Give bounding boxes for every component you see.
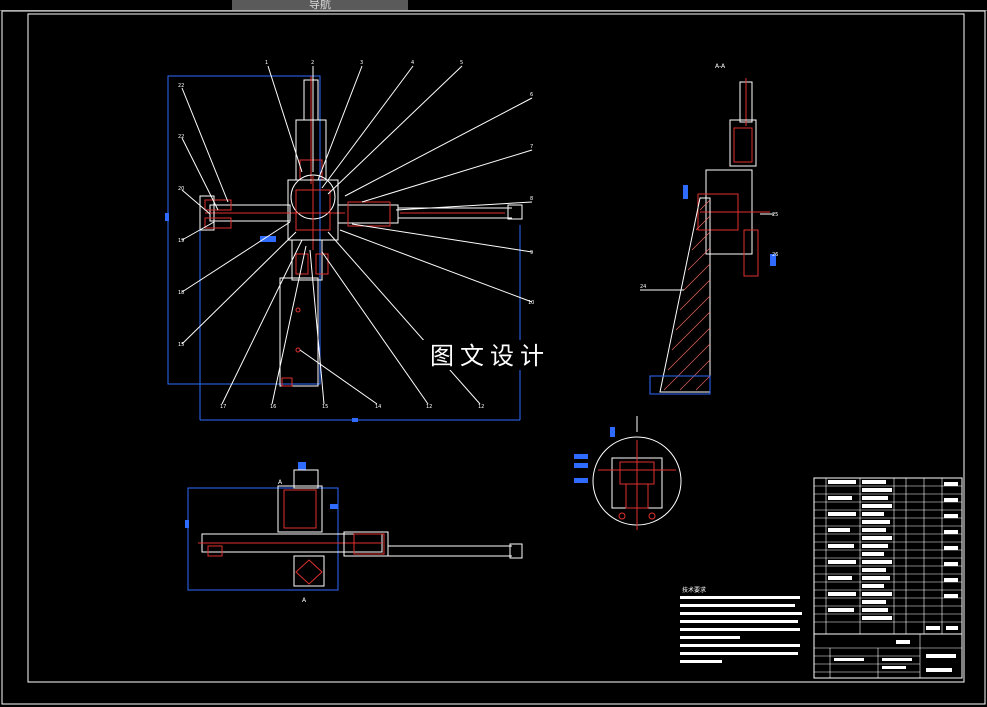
balloon-numbers: 1 2 3 4 5 6 7 8 9 10 12 12 14 15 16 17 1… (178, 60, 534, 410)
balloon: 22 (178, 134, 184, 140)
detail-view (574, 416, 682, 530)
parts-list (813, 477, 963, 635)
leader-lines (181, 65, 533, 405)
balloon: 6 (530, 92, 533, 98)
balloon: 15 (178, 342, 184, 348)
balloon: 8 (530, 196, 533, 202)
balloon: 24 (640, 284, 646, 290)
balloon: 16 (270, 404, 276, 410)
balloon: 3 (360, 60, 363, 66)
balloon: 12 (426, 404, 432, 410)
balloon: 5 (460, 60, 463, 66)
balloon: 7 (530, 144, 533, 150)
section-label: A-A (715, 63, 726, 70)
view-marker: A (278, 479, 283, 486)
balloon: 14 (375, 404, 381, 410)
outer-frame (1, 10, 986, 705)
top-view: A A (185, 462, 523, 604)
technical-requirements: 技术要求 (680, 586, 802, 663)
balloon: 17 (220, 404, 226, 410)
watermark: 图文设计 (430, 342, 550, 370)
title-block (813, 633, 963, 679)
balloon: 26 (772, 252, 778, 258)
balloon: 25 (772, 212, 778, 218)
tapered-column (659, 197, 711, 393)
front-view: 1 2 3 4 5 6 7 8 9 10 12 12 14 15 16 17 1… (165, 60, 570, 422)
section-view-a-a: A-A 24 25 26 (640, 63, 778, 395)
balloon: 18 (178, 290, 184, 296)
balloon: 4 (411, 60, 414, 66)
balloon: 15 (322, 404, 328, 410)
balloon: 2 (311, 60, 314, 66)
balloon: 10 (528, 300, 534, 306)
balloon: 1 (265, 60, 268, 66)
navigation-tab-label: 导航 (309, 0, 331, 11)
tech-req-title: 技术要求 (682, 586, 706, 594)
balloon: 12 (478, 404, 484, 410)
balloon: 19 (178, 238, 184, 244)
inner-frame (27, 13, 965, 683)
balloon: 9 (530, 250, 533, 256)
view-marker: A (302, 597, 307, 604)
balloon: 22 (178, 83, 184, 89)
balloon: 20 (178, 186, 184, 192)
